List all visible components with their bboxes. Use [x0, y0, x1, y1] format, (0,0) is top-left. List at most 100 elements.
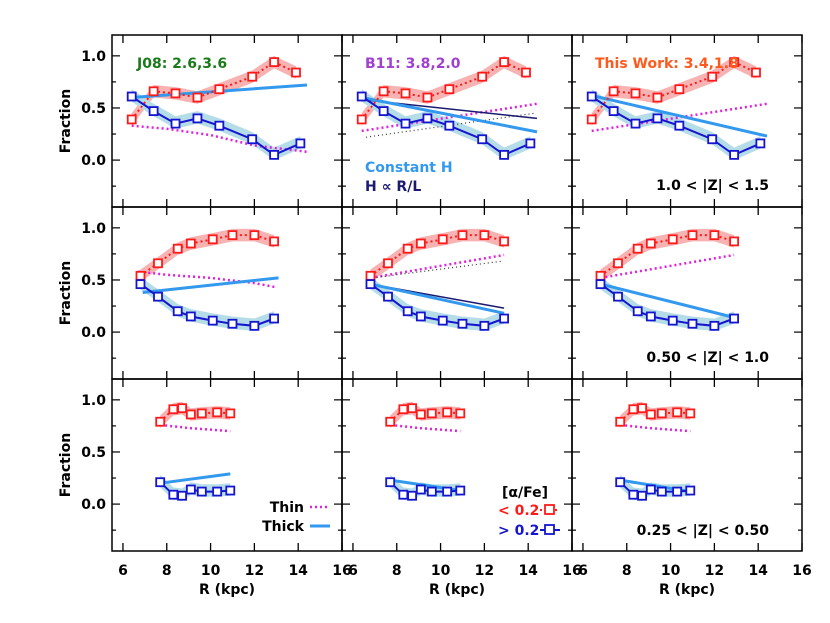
- high-alpha-point: [687, 318, 698, 329]
- high-alpha-point: [422, 113, 433, 124]
- low-alpha-point: [148, 86, 159, 97]
- high-alpha-point: [628, 489, 639, 500]
- x-tick-label: 14: [748, 563, 768, 579]
- low-alpha-point: [415, 238, 426, 249]
- thick-model-line: [361, 96, 538, 134]
- low-alpha-point: [402, 243, 413, 254]
- high-alpha-point: [155, 477, 166, 488]
- high-alpha-point: [525, 138, 536, 149]
- panel-r1-c1: [341, 206, 573, 380]
- high-alpha-point: [499, 149, 509, 160]
- low-alpha-point: [608, 86, 619, 97]
- low-alpha-point: [172, 243, 183, 254]
- high-alpha-point: [185, 484, 196, 495]
- low-alpha-point: [667, 234, 678, 245]
- high-alpha-point: [457, 318, 468, 329]
- high-alpha-point: [192, 113, 203, 124]
- low-alpha-point: [192, 92, 203, 103]
- low-alpha-point: [632, 243, 643, 254]
- low-alpha-point: [185, 409, 196, 420]
- low-alpha-point: [196, 408, 207, 419]
- high-alpha-point: [652, 113, 663, 124]
- low-alpha-point: [499, 236, 509, 247]
- high-alpha-point: [632, 306, 643, 317]
- low-alpha-point: [455, 408, 466, 419]
- x-tick-label: 16: [792, 563, 811, 579]
- high-alpha-point: [249, 320, 260, 331]
- legend-low-marker: [544, 504, 555, 515]
- low-alpha-point: [444, 84, 455, 95]
- low-alpha-point: [269, 57, 279, 68]
- row-label-z-mid: 0.50 < |Z| < 1.0: [646, 350, 769, 366]
- high-alpha-point: [645, 484, 656, 495]
- panel-frame: [111, 378, 343, 552]
- low-alpha-point: [499, 57, 509, 68]
- high-alpha-point: [595, 279, 606, 290]
- thick-model-line: [160, 472, 231, 485]
- text-layer: J08: 2.6,3.6 B11: 3.8,2.0 This Work: 3.4…: [58, 49, 812, 598]
- x-tick-label: 12: [475, 563, 494, 579]
- high-alpha-point: [479, 320, 490, 331]
- low-alpha-point: [269, 236, 279, 247]
- low-alpha-point: [177, 403, 187, 414]
- high-alpha-point: [172, 306, 183, 317]
- x-tick-label: 12: [245, 563, 264, 579]
- low-alpha-point: [365, 270, 376, 281]
- high-alpha-point: [426, 486, 437, 497]
- low-alpha-point: [207, 234, 218, 245]
- high-alpha-point: [444, 120, 455, 131]
- low-alpha-point: [227, 230, 238, 241]
- x-tick-label: 8: [162, 563, 172, 579]
- low-alpha-point: [407, 403, 417, 414]
- low-alpha-point: [615, 416, 626, 427]
- low-alpha-point: [291, 67, 301, 78]
- low-alpha-point: [707, 71, 718, 82]
- low-alpha-point: [595, 270, 606, 281]
- y-tick-label: 0.0: [81, 325, 106, 341]
- thick-model-line: [591, 94, 768, 138]
- panel-r0-c1: [341, 34, 573, 208]
- high-alpha-point: [207, 315, 218, 326]
- high-alpha-point: [672, 486, 683, 497]
- high-alpha-point: [269, 149, 279, 160]
- row-label-z-low: 0.25 < |Z| < 0.50: [637, 523, 770, 539]
- x-tick-label: 12: [705, 563, 724, 579]
- low-alpha-point: [126, 114, 137, 125]
- x-tick-label: 10: [201, 563, 221, 579]
- low-alpha-point: [185, 238, 196, 249]
- high-alpha-point: [295, 138, 306, 149]
- panel-grid: [111, 34, 803, 552]
- high-alpha-point: [378, 106, 389, 116]
- low-alpha-point: [729, 57, 739, 68]
- low-alpha-point: [385, 416, 396, 427]
- high-alpha-point: [729, 313, 739, 324]
- high-alpha-point: [613, 291, 623, 302]
- high-alpha-band: [600, 276, 735, 332]
- low-alpha-point: [656, 408, 667, 419]
- y-tick-label: 0.5: [81, 273, 106, 289]
- high-alpha-band: [370, 276, 505, 332]
- high-alpha-point: [499, 313, 509, 324]
- high-alpha-point: [707, 134, 718, 145]
- y-tick-label: 0.0: [81, 497, 106, 513]
- thin-model-line: [160, 423, 231, 433]
- high-alpha-point: [615, 477, 626, 488]
- low-alpha-point: [378, 86, 389, 97]
- thick-model-line: [370, 282, 505, 315]
- high-alpha-band: [140, 276, 275, 332]
- x-tick-label: 6: [348, 563, 358, 579]
- x-axis-title: R (kpc): [429, 582, 485, 598]
- high-alpha-point: [212, 486, 223, 497]
- panel-r2-c2: [571, 378, 803, 552]
- high-alpha-point: [385, 477, 396, 488]
- low-alpha-point: [249, 230, 260, 241]
- x-tick-label: 16: [562, 563, 581, 579]
- low-alpha-point: [153, 258, 163, 269]
- low-alpha-point: [383, 258, 393, 269]
- low-alpha-point: [442, 407, 453, 418]
- x-tick-label: 6: [578, 563, 588, 579]
- thin-model-line: [390, 423, 461, 433]
- legend-thin-label: Thin: [270, 500, 304, 516]
- high-alpha-point: [185, 311, 196, 322]
- legend-alpha-high: > 0.2: [498, 523, 539, 539]
